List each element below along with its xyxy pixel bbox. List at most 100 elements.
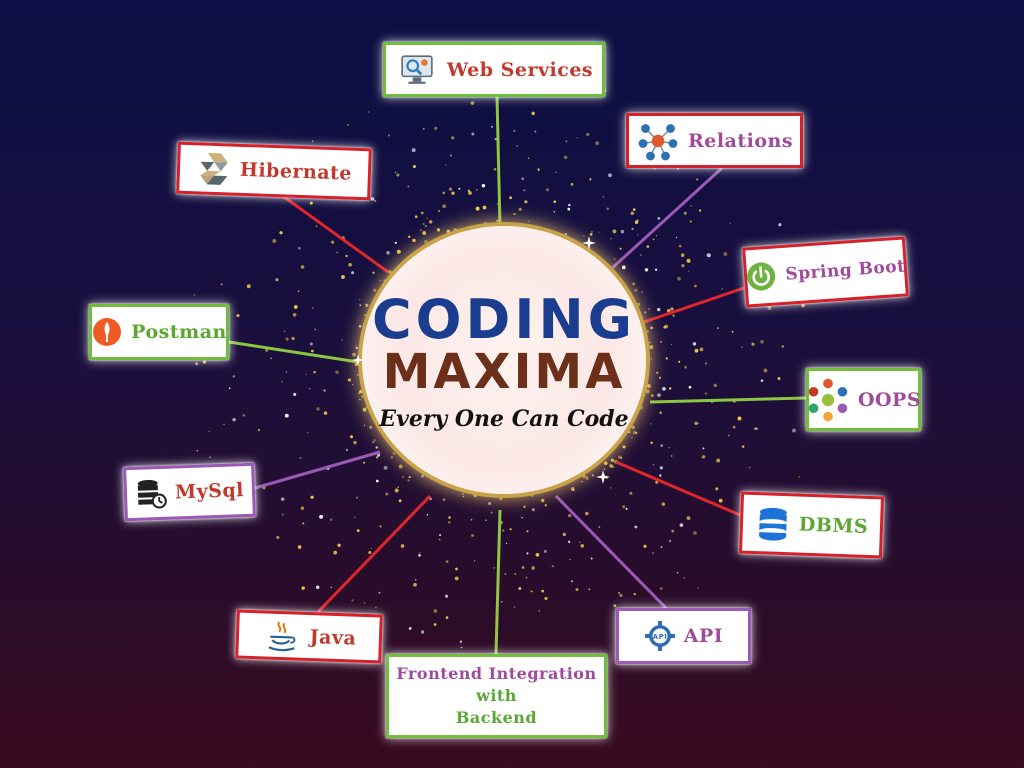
- glitter-dot: [346, 449, 348, 451]
- node-label: Spring Boot: [784, 256, 907, 285]
- glitter-dot: [655, 480, 659, 484]
- glitter-dot: [755, 427, 758, 430]
- network-nodes-icon: [638, 123, 678, 160]
- glitter-dot: [358, 325, 362, 328]
- glitter-dot: [420, 630, 425, 634]
- node-web-services[interactable]: Web Services: [383, 42, 605, 97]
- glitter-dot: [310, 495, 314, 499]
- node-oops[interactable]: OOPS: [806, 368, 921, 431]
- glitter-dot: [716, 327, 719, 330]
- connector-java: [316, 494, 432, 614]
- glitter-dot: [378, 591, 381, 594]
- node-hibernate[interactable]: Hibernate: [176, 141, 372, 201]
- glitter-dot: [355, 346, 358, 350]
- glitter-dot: [686, 258, 691, 263]
- glitter-dot: [347, 124, 349, 126]
- glitter-dot: [595, 141, 600, 146]
- glitter-dot: [589, 179, 591, 181]
- node-api[interactable]: API API: [616, 608, 751, 664]
- glitter-dot: [737, 416, 742, 421]
- node-postman[interactable]: Postman: [89, 304, 229, 360]
- glitter-dot: [531, 111, 535, 116]
- glitter-dot: [543, 549, 547, 553]
- glitter-dot: [631, 425, 635, 430]
- glitter-dot: [632, 208, 636, 211]
- glitter-dot: [351, 271, 355, 275]
- glitter-dot: [671, 529, 675, 533]
- glitter-dot: [442, 204, 446, 209]
- glitter-dot: [467, 189, 471, 192]
- node-frontend-integration[interactable]: Frontend Integration with Backend: [386, 654, 607, 738]
- glitter-dot: [521, 566, 525, 569]
- glitter-dot: [518, 587, 522, 590]
- glitter-dot: [650, 394, 654, 398]
- glitter-dot: [281, 513, 284, 516]
- glitter-dot: [760, 339, 764, 344]
- glitter-dot: [644, 311, 647, 314]
- node-label: Java: [309, 625, 357, 650]
- glitter-dot: [275, 278, 279, 282]
- node-java[interactable]: Java: [235, 609, 383, 664]
- glitter-dot: [505, 542, 508, 545]
- glitter-dot: [494, 137, 497, 141]
- glitter-dot: [659, 466, 663, 470]
- cube-icon: [200, 152, 228, 185]
- glitter-dot: [311, 349, 314, 353]
- glitter-dot: [688, 270, 690, 272]
- glitter-dot: [363, 602, 366, 604]
- glitter-dot: [526, 552, 529, 555]
- glitter-dot: [513, 606, 516, 608]
- api-gear-icon: API: [644, 621, 675, 651]
- glitter-dot: [751, 342, 755, 346]
- glitter-dot: [514, 572, 517, 576]
- glitter-dot: [528, 220, 530, 223]
- glitter-dot: [426, 514, 429, 516]
- glitter-dot: [372, 441, 374, 444]
- glitter-dot: [763, 368, 768, 373]
- glitter-dot: [664, 324, 669, 329]
- glitter-dot: [704, 392, 708, 395]
- glitter-dot: [531, 508, 535, 512]
- glitter-dot: [353, 440, 357, 445]
- glitter-dot: [365, 303, 369, 307]
- glitter-dot: [676, 571, 679, 574]
- glitter-dot: [449, 154, 452, 157]
- glitter-dot: [612, 229, 617, 234]
- glitter-dot: [670, 307, 674, 311]
- glitter-dot: [351, 599, 354, 602]
- node-relations[interactable]: Relations: [626, 113, 803, 168]
- glitter-dot: [270, 357, 273, 360]
- glitter-dot: [611, 465, 615, 469]
- glitter-dot: [362, 407, 367, 412]
- glitter-dot: [420, 211, 424, 215]
- glitter-dot: [598, 231, 600, 233]
- glitter-dot: [698, 209, 702, 212]
- node-label-line-1: Frontend Integration: [396, 664, 597, 683]
- glitter-dot: [195, 362, 199, 366]
- connector-lines: [228, 95, 807, 655]
- glitter-dot: [428, 220, 433, 224]
- glitter-dot: [694, 421, 698, 426]
- node-dbms[interactable]: DBMS: [738, 491, 885, 559]
- glitter-dot: [309, 342, 313, 346]
- glitter-dot: [693, 531, 697, 535]
- glitter-dot: [678, 244, 682, 248]
- glitter-dot: [568, 540, 571, 543]
- glitter-dot: [257, 428, 260, 431]
- glitter-dot: [385, 492, 389, 496]
- glitter-dot: [358, 392, 361, 395]
- glitter-dot: [291, 336, 295, 341]
- glitter-dot: [455, 567, 458, 571]
- glitter-dot: [530, 590, 533, 593]
- node-mysql[interactable]: MySql: [123, 462, 256, 522]
- glitter-dot: [500, 600, 503, 603]
- glitter-dot: [679, 523, 684, 527]
- glitter-dot: [588, 588, 591, 591]
- glitter-dot: [375, 446, 378, 449]
- glitter-dot: [589, 233, 593, 236]
- node-spring-boot[interactable]: Spring Boot: [742, 236, 909, 308]
- glitter-dot: [349, 435, 354, 439]
- glitter-dot: [715, 487, 719, 491]
- glitter-dot: [610, 458, 615, 462]
- glitter-dot: [411, 148, 416, 153]
